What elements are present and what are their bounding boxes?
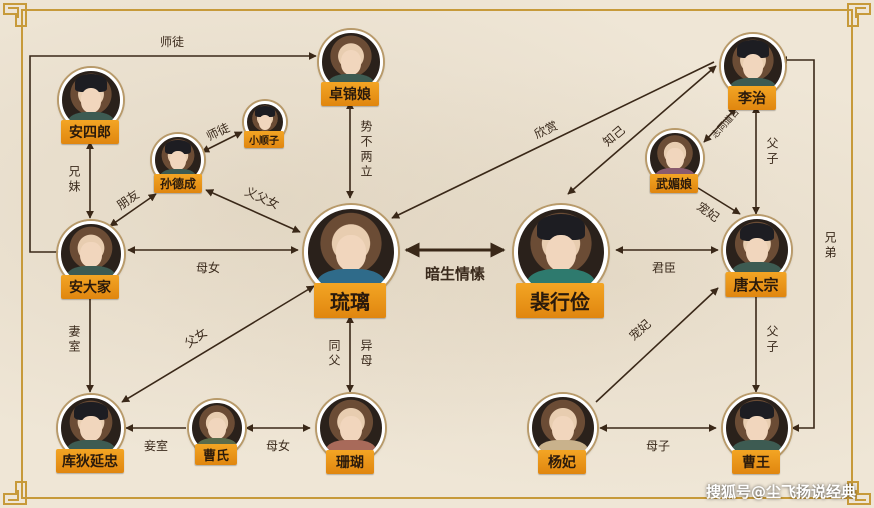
an-dajia-name: 安大家: [61, 275, 119, 299]
arrow-funv: [121, 285, 315, 403]
sun-name: 孙德成: [153, 174, 203, 193]
li-zhi-name: 李治: [728, 86, 776, 110]
node-an-dajia[interactable]: 安大家: [58, 221, 124, 299]
taizong-name: 唐太宗: [725, 272, 787, 297]
an-silang-name: 安四郎: [61, 120, 119, 144]
label-anshengqinghuai: 暗生情愫: [424, 265, 486, 283]
label-xiongmei: 兄妹: [67, 165, 81, 195]
label-tongfu: 同父: [327, 339, 341, 369]
liuli-name: 琉璃: [314, 283, 386, 318]
node-yang[interactable]: 杨妃: [529, 394, 597, 474]
label-junchen: 君臣: [651, 261, 677, 275]
label-qishi: 妻室: [67, 325, 81, 355]
label-yimu: 异母: [359, 339, 373, 369]
xiaoshunzi-name: 小顺子: [244, 131, 284, 148]
node-taizong[interactable]: 唐太宗: [723, 216, 791, 297]
arrow-shitu-small: [201, 131, 243, 153]
label-fuzi-bottom: 父子: [765, 325, 779, 355]
arrow-pengyou: [109, 193, 157, 227]
node-liuli[interactable]: 琉璃: [304, 205, 398, 318]
wu-name: 武媚娘: [649, 174, 699, 193]
arrow-xiongdi: [779, 56, 815, 432]
label-qieshi: 妾室: [143, 439, 169, 453]
arrow-chongfei-wu: [697, 187, 741, 215]
arrow-yifunv: [205, 189, 301, 233]
label-muny-bottom: 母女: [265, 439, 291, 453]
node-cao-wang[interactable]: 曹王: [723, 394, 791, 474]
arrow-zhitonghe: [703, 107, 737, 143]
zhuo-name: 卓锦娘: [321, 82, 379, 106]
watermark: 搜狐号@尘飞扬说经典: [705, 483, 856, 501]
label-fuzi-top: 父子: [765, 137, 779, 167]
label-muny: 母女: [195, 261, 221, 275]
node-cao-shi[interactable]: 曹氏: [189, 400, 245, 465]
label-xiongdi: 兄弟: [823, 231, 837, 261]
yang-name: 杨妃: [538, 450, 586, 474]
cao-wang-name: 曹王: [732, 450, 780, 474]
cao-shi-name: 曹氏: [194, 444, 238, 465]
node-zhuo[interactable]: 卓锦娘: [319, 30, 383, 106]
label-shitu-top: 师徒: [159, 35, 185, 49]
label-shibuliangli: 势不两立: [359, 120, 373, 180]
shanhu-name: 珊瑚: [326, 450, 374, 474]
node-sun[interactable]: 孙德成: [152, 134, 204, 193]
node-an-silang[interactable]: 安四郎: [59, 68, 123, 144]
node-xiaoshunzi[interactable]: 小顺子: [244, 101, 286, 148]
node-pei[interactable]: 裴行俭: [514, 205, 608, 318]
label-muzi: 母子: [645, 439, 671, 453]
node-kudi[interactable]: 库狄延忠: [56, 395, 124, 473]
node-li-zhi[interactable]: 李治: [721, 34, 785, 110]
kudi-name: 库狄延忠: [56, 449, 124, 473]
pei-name: 裴行俭: [516, 283, 604, 318]
arrow-chongfei-yang: [595, 287, 719, 403]
node-shanhu[interactable]: 珊瑚: [317, 394, 385, 474]
node-wu[interactable]: 武媚娘: [647, 130, 703, 193]
arrow-zhiji: [567, 65, 717, 195]
